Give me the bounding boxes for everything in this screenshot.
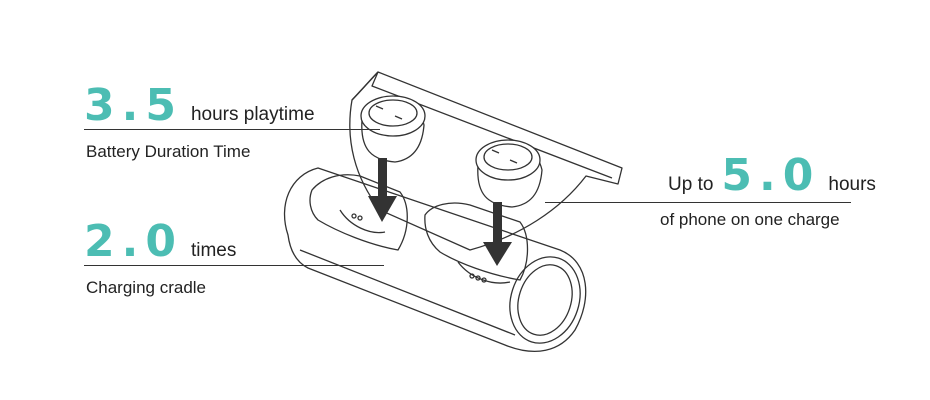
leader-line-playtime xyxy=(84,129,380,130)
insert-arrow-left xyxy=(368,158,397,222)
case-body xyxy=(283,167,587,352)
playtime-unit: hours playtime xyxy=(190,104,315,125)
cradle-caption: Charging cradle xyxy=(86,278,207,297)
phone-value: 5.0 xyxy=(721,150,821,201)
playtime-caption: Battery Duration Time xyxy=(86,142,251,161)
case-end-cap xyxy=(509,256,581,344)
leader-line-cradle xyxy=(84,265,384,266)
earbud-right xyxy=(475,139,543,208)
cradle-value: 2.0 xyxy=(84,216,183,267)
phone-prefix: Up to xyxy=(668,174,714,195)
case-lid xyxy=(349,71,623,251)
playtime-value: 3.5 xyxy=(84,80,183,131)
earbud-left xyxy=(360,95,426,163)
phone-unit: hours xyxy=(828,174,876,195)
insert-arrow-right xyxy=(483,202,512,266)
phone-caption: of phone on one charge xyxy=(660,210,840,229)
cradle-unit: times xyxy=(190,240,237,261)
leader-line-phone xyxy=(545,202,851,203)
